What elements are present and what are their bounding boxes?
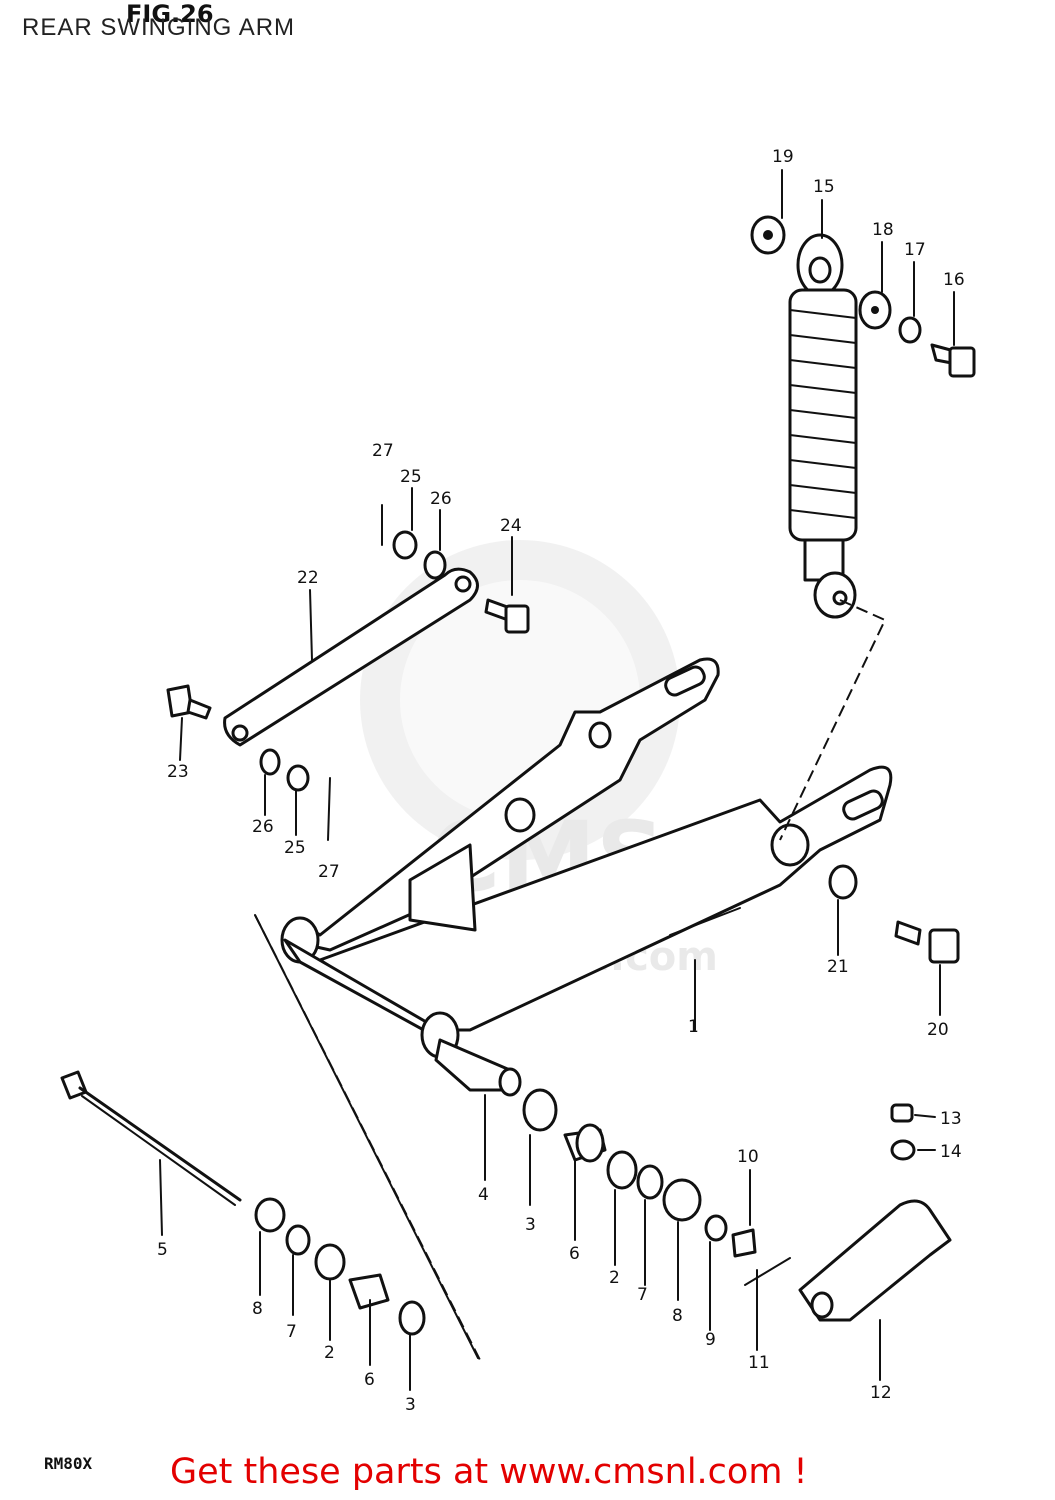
callout-2: 2 (324, 1343, 335, 1363)
pivot-shaft (60, 1070, 242, 1206)
callout-20: 20 (927, 1020, 949, 1040)
callout-23: 23 (167, 762, 189, 782)
callout-8: 8 (672, 1306, 683, 1326)
callout-13: 13 (940, 1109, 962, 1129)
callout-4: 4 (478, 1185, 489, 1205)
callout-8: 8 (252, 1299, 263, 1319)
rod-hardware (259, 504, 447, 841)
callout-1: 1 (688, 1017, 699, 1037)
callout-numbers: 1 2 2 3 3 4 5 6 6 7 7 8 8 9 10 11 12 13 … (157, 147, 965, 1415)
callout-25: 25 (284, 838, 306, 858)
callout-27: 27 (372, 441, 394, 461)
shock-hardware (750, 215, 976, 378)
callout-21: 21 (827, 957, 849, 977)
callout-12: 12 (870, 1383, 892, 1403)
callout-16: 16 (943, 270, 965, 290)
rear-shock-absorber (788, 233, 858, 619)
callout-3: 3 (405, 1395, 416, 1415)
rod-bolts (166, 598, 530, 720)
page-title: REAR SWINGING ARM (22, 14, 296, 41)
callout-10: 10 (737, 1147, 759, 1167)
chain-guide-hardware (798, 864, 960, 1322)
callout-14: 14 (940, 1142, 962, 1162)
model-code: RM80X (44, 1454, 93, 1473)
cms-parts-link[interactable]: Get these parts at www.cmsnl.com ! (170, 1452, 808, 1492)
callout-7: 7 (637, 1285, 648, 1305)
callout-26: 26 (252, 817, 274, 837)
callout-17: 17 (904, 240, 926, 260)
callout-3: 3 (525, 1215, 536, 1235)
callout-18: 18 (872, 220, 894, 240)
callout-15: 15 (813, 177, 835, 197)
figure-label: FIG.26 (126, 0, 214, 28)
cushion-rod (223, 567, 479, 747)
callout-24: 24 (500, 516, 522, 536)
callout-5: 5 (157, 1240, 168, 1260)
leader-lines (159, 169, 955, 1391)
callout-11: 11 (748, 1353, 770, 1373)
callout-7: 7 (286, 1322, 297, 1342)
pivot-parts (254, 1038, 791, 1336)
callout-22: 22 (297, 568, 319, 588)
callout-25: 25 (400, 467, 422, 487)
callout-6: 6 (364, 1370, 375, 1390)
callout-9: 9 (705, 1330, 716, 1350)
callout-19: 19 (772, 147, 794, 167)
callout-26: 26 (430, 489, 452, 509)
callout-27: 27 (318, 862, 340, 882)
swinging-arm (280, 657, 893, 1059)
callout-2: 2 (609, 1268, 620, 1288)
callout-6: 6 (569, 1244, 580, 1264)
